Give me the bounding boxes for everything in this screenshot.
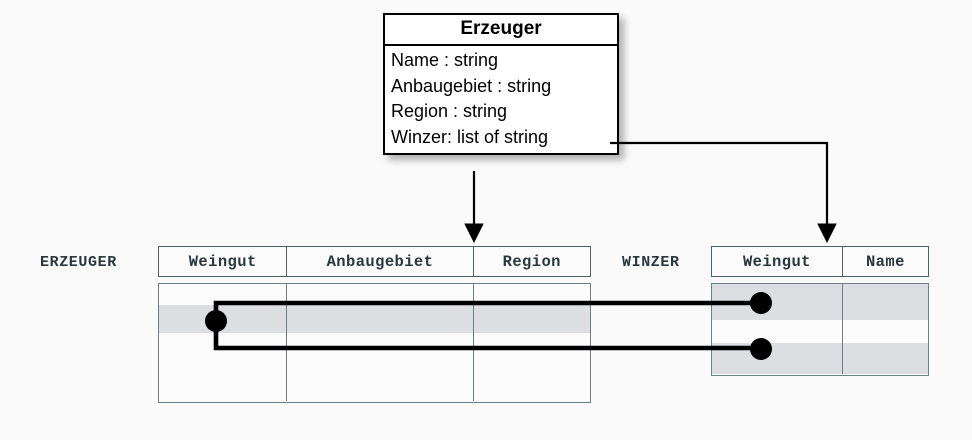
- table-cell: [159, 284, 286, 305]
- uml-attribute-winzer: Winzer: list of string: [391, 126, 549, 147]
- table-cell: [285, 333, 473, 359]
- table-cell: [472, 284, 589, 305]
- table-body-erzeuger: [158, 283, 591, 403]
- table-cell: [842, 343, 927, 374]
- table-row[interactable]: [159, 284, 590, 305]
- column-header-weingut: Weingut: [742, 252, 811, 271]
- table-row[interactable]: [712, 284, 928, 320]
- table-cell: [472, 333, 589, 359]
- table-cell: [842, 320, 927, 343]
- uml-attribute-anbaugebiet: Anbaugebiet : string: [391, 75, 552, 96]
- table-cell: [285, 305, 473, 333]
- table-cell: [159, 333, 286, 359]
- uml-attribute-name: Name : string: [391, 50, 499, 70]
- table-cell: [842, 284, 927, 320]
- table-header-winzer: Weingut Name: [711, 246, 929, 277]
- table-cell: [285, 359, 473, 401]
- table-body-winzer: [711, 283, 929, 376]
- table-cell: [472, 359, 589, 401]
- table-cell: [472, 305, 589, 333]
- column-header-region: Region: [472, 247, 590, 276]
- table-header-erzeuger: Weingut Anbaugebiet Region: [158, 246, 591, 277]
- table-row[interactable]: [159, 305, 590, 333]
- table-row[interactable]: [159, 333, 590, 359]
- mapping-arrow-winzer: [610, 141, 837, 244]
- uml-class-name: Erzeuger: [385, 15, 617, 46]
- uml-class-box-erzeuger: Erzeuger Name : string Anbaugebiet : str…: [383, 13, 619, 155]
- uml-attribute-region: Region : string: [391, 101, 508, 121]
- table-cell: [712, 284, 842, 320]
- column-header-name: Name: [841, 247, 928, 276]
- table-cell: [285, 284, 473, 305]
- table-cell: [712, 343, 842, 374]
- column-header-weingut: Weingut: [188, 252, 257, 271]
- column-header-anbaugebiet: Anbaugebiet: [286, 247, 472, 276]
- table-cell: [712, 320, 842, 343]
- table-row[interactable]: [159, 359, 590, 401]
- table-row[interactable]: [712, 343, 928, 374]
- table-label-erzeuger: ERZEUGER: [40, 254, 117, 271]
- table-row[interactable]: [712, 320, 928, 343]
- uml-attribute-list: Name : string Anbaugebiet : string Regio…: [385, 46, 617, 153]
- table-label-winzer: WINZER: [622, 254, 680, 271]
- table-cell: [159, 359, 286, 401]
- table-cell: [159, 305, 286, 333]
